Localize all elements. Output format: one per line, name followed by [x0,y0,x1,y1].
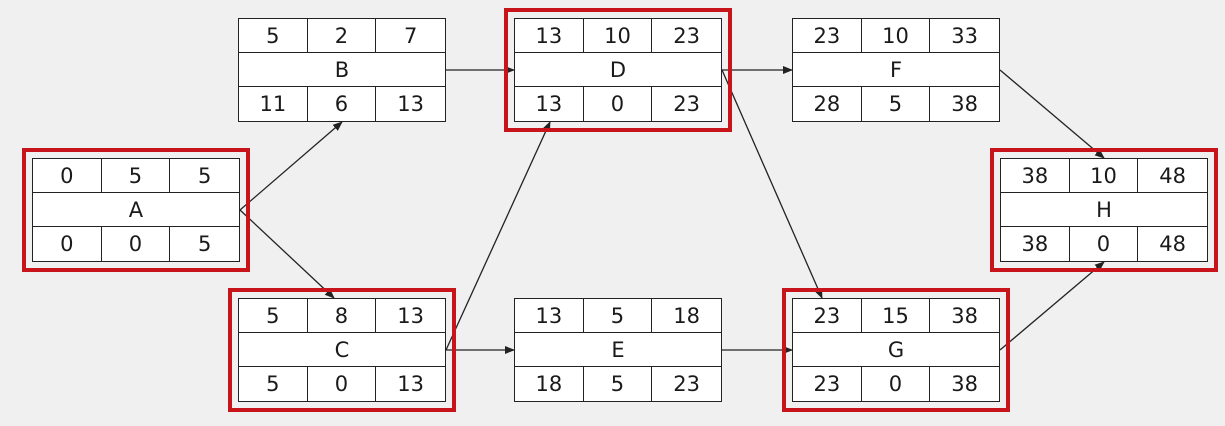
duration: 10 [1069,159,1139,193]
arrow-f-to-h [999,69,1105,159]
slack: 0 [102,227,171,261]
duration: 2 [307,19,377,53]
slack: 0 [584,87,653,121]
activity-name: C [239,333,445,367]
early-start: 23 [793,19,862,53]
early-start: 23 [793,299,862,333]
early-start: 13 [515,19,584,53]
early-finish: 48 [1138,159,1207,193]
early-finish: 33 [930,19,999,53]
duration: 5 [583,299,653,333]
early-start: 38 [1001,159,1070,193]
slack: 5 [584,367,653,401]
slack: 5 [862,87,931,121]
activity-name: B [239,53,445,87]
early-finish: 23 [652,19,721,53]
dependency-arrows [239,66,1105,354]
late-finish: 38 [951,372,979,396]
activity-name: A [33,193,239,227]
duration: 5 [101,159,171,193]
late-finish: 13 [397,92,425,116]
early-start: 5 [239,299,308,333]
early-start: 5 [239,19,308,53]
early-finish: 7 [376,19,445,53]
slack: 0 [1070,227,1139,261]
duration: 15 [861,299,931,333]
activity-name: E [515,333,721,367]
late-finish: 23 [673,372,701,396]
late-start: 13 [515,87,584,121]
activity-name: G [793,333,999,367]
arrow-a-to-b [239,121,343,211]
late-finish: 23 [673,92,701,116]
activity-name: H [1001,193,1207,227]
early-finish: 18 [652,299,721,333]
slack: 0 [308,367,377,401]
late-finish: 38 [951,92,979,116]
early-finish: 5 [170,159,239,193]
early-finish: 13 [376,299,445,333]
arrow-a-to-c [239,209,335,299]
duration: 10 [861,19,931,53]
early-start: 13 [515,299,584,333]
late-start: 5 [239,367,308,401]
late-start: 38 [1001,227,1070,261]
late-start: 18 [515,367,584,401]
late-finish: 5 [197,232,212,256]
activity-name: D [515,53,721,87]
slack: 0 [862,367,931,401]
slack: 6 [308,87,377,121]
late-start: 28 [793,87,862,121]
early-start: 0 [33,159,102,193]
late-finish: 13 [397,372,425,396]
arrow-d-to-g [721,69,823,299]
late-start: 11 [239,87,308,121]
arrow-g-to-h [999,261,1105,351]
late-start: 23 [793,367,862,401]
late-finish: 48 [1159,232,1187,256]
activity-name: F [793,53,999,87]
arrow-c-to-d [445,121,551,351]
early-finish: 38 [930,299,999,333]
duration: 10 [583,19,653,53]
duration: 8 [307,299,377,333]
late-start: 0 [33,227,102,261]
